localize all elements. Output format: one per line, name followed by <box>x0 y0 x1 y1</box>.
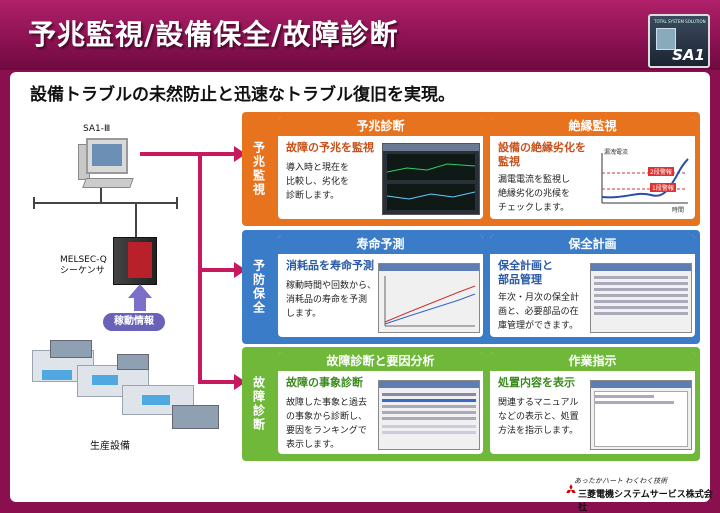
card-body-line: 導入時と現在を <box>286 163 350 173</box>
life-prediction-screenshot <box>378 263 480 333</box>
section-label: 予防保全 <box>242 230 276 344</box>
factory-label: 生産設備 <box>90 441 130 452</box>
factory-illustration <box>22 330 227 435</box>
card-body: 故障した事象と過去 の事象から診断し、 要因をランキングで 表示します。 <box>286 396 367 452</box>
graph-x-label: 時間 <box>672 207 685 214</box>
network-line-cap-left <box>33 197 35 209</box>
section-label-text: 予防保全 <box>251 259 266 315</box>
section-label: 予兆監視 <box>242 112 276 226</box>
mitsubishi-logo-icon <box>566 484 576 493</box>
branch-line-3 <box>198 380 236 384</box>
card-heading: 故障の予兆を監視 <box>286 141 374 154</box>
card-body-line: 故障した事象と過去 <box>286 398 368 408</box>
card-header: 予兆診断 <box>278 117 483 136</box>
computer-icon <box>78 138 136 190</box>
network-line-cap-right <box>176 197 178 209</box>
card-body-line: 消耗品の寿命を予測 <box>286 295 368 305</box>
card-body-line: 絶縁劣化の兆候を <box>498 189 571 199</box>
card-body: 年次・月次の保全計 画と、必要部品の在 庫管理ができます。 <box>498 291 579 333</box>
subtitle: 設備トラブルの未然防止と迅速なトラブル復旧を実現。 <box>30 85 455 105</box>
card-insulation-monitoring: 絶縁監視 設備の絶縁劣化を 監視 漏電電流を監視し 絶縁劣化の兆候を チェックし… <box>490 117 695 219</box>
card-body: 関連するマニュアル などの表示と、処置 方法を指示します。 <box>498 396 579 438</box>
pc-connector <box>100 188 102 203</box>
card-body-line: などの表示と、処置 <box>498 412 579 422</box>
card-heading-line: 設備の絶縁劣化を <box>498 141 586 154</box>
company-name: 三菱電機システムサービス株式会社 <box>578 490 713 513</box>
card-header: 保全計画 <box>490 235 695 254</box>
company-tagline: あったかハート わくわく技術 <box>574 477 668 485</box>
plc-label-model: MELSEC-Q <box>60 255 107 265</box>
card-header: 故障診断と要因分析 <box>278 352 483 371</box>
card-heading: 設備の絶縁劣化を 監視 <box>498 141 586 169</box>
card-fault-analysis: 故障診断と要因分析 故障の事象診断 故障した事象と過去 の事象から診断し、 要因… <box>278 352 483 454</box>
card-body-line: します。 <box>286 309 322 319</box>
plc-label: MELSEC-Q シーケンサ <box>60 255 107 277</box>
logo-screen-icon <box>656 28 676 50</box>
card-maintenance-plan: 保全計画 保全計画と 部品管理 年次・月次の保全計 画と、必要部品の在 庫管理が… <box>490 235 695 337</box>
card-header: 寿命予測 <box>278 235 483 254</box>
plc-connector <box>135 203 137 237</box>
instruction-screenshot <box>590 380 692 450</box>
card-body-line: 稼動時間や回数から、 <box>286 281 377 291</box>
card-body: 稼動時間や回数から、 消耗品の寿命を予測 します。 <box>286 279 376 321</box>
card-heading: 消耗品を寿命予測 <box>286 259 374 272</box>
trunk-line <box>198 152 202 382</box>
card-body-line: 年次・月次の保全計 <box>498 293 580 303</box>
operation-info-badge: 稼動情報 <box>103 313 165 331</box>
card-heading-line: 部品管理 <box>498 273 542 286</box>
graph-y-label: 漏洩電流 <box>604 149 629 156</box>
card-body-line: 漏電電流を監視し <box>498 175 571 185</box>
plc-icon <box>113 237 157 285</box>
section-predictive-monitoring: 予兆監視 予兆診断 故障の予兆を監視 導入時と現在を 比較し、劣化を 診断します… <box>242 112 700 226</box>
pc-label: SA1-Ⅲ <box>83 124 111 134</box>
card-body-line: 比較し、劣化を <box>286 177 350 187</box>
section-preventive-maintenance: 予防保全 寿命予測 消耗品を寿命予測 稼動時間や回数から、 消耗品の寿命を予測 … <box>242 230 700 344</box>
warning-level-2-badge: 2段警報 <box>648 167 674 176</box>
card-body-line: 庫管理ができます。 <box>498 321 579 331</box>
pc-output-line <box>140 152 200 156</box>
card-heading-line: 保全計画と <box>498 259 553 272</box>
card-predictive-diagnosis: 予兆診断 故障の予兆を監視 導入時と現在を 比較し、劣化を 診断します。 <box>278 117 483 219</box>
branch-line-1 <box>198 152 236 156</box>
network-line <box>33 202 178 204</box>
maintenance-plan-screenshot <box>590 263 692 333</box>
card-heading-line: 監視 <box>498 155 520 168</box>
plc-label-type: シーケンサ <box>60 266 105 276</box>
page-title: 予兆監視/設備保全/故障診断 <box>28 18 399 51</box>
warning-level-1-badge: 1段警報 <box>650 183 676 192</box>
header-bar: 予兆監視/設備保全/故障診断 TOTAL SYSTEM SOLUTION SA1 <box>0 0 720 70</box>
section-label-text: 予兆監視 <box>251 141 266 197</box>
logo-small-text: TOTAL SYSTEM SOLUTION <box>654 19 706 24</box>
card-body-line: 関連するマニュアル <box>498 398 579 408</box>
card-body: 漏電電流を監視し 絶縁劣化の兆候を チェックします。 <box>498 173 570 215</box>
section-fault-diagnosis: 故障診断 故障診断と要因分析 故障の事象診断 故障した事象と過去 の事象から診断… <box>242 347 700 461</box>
card-header: 絶縁監視 <box>490 117 695 136</box>
card-body: 導入時と現在を 比較し、劣化を 診断します。 <box>286 161 349 203</box>
section-label-text: 故障診断 <box>251 376 266 432</box>
fault-ranking-screenshot <box>378 380 480 450</box>
card-body-line: の事象から診断し、 <box>286 412 368 422</box>
up-arrow-stem <box>134 297 146 311</box>
card-body-line: 表示します。 <box>286 440 340 450</box>
card-life-prediction: 寿命予測 消耗品を寿命予測 稼動時間や回数から、 消耗品の寿命を予測 します。 <box>278 235 483 337</box>
card-body-line: 診断します。 <box>286 191 340 201</box>
card-heading: 保全計画と 部品管理 <box>498 259 553 287</box>
section-label: 故障診断 <box>242 347 276 461</box>
up-arrow-icon <box>128 284 152 298</box>
card-heading: 処置内容を表示 <box>498 376 575 389</box>
card-heading: 故障の事象診断 <box>286 376 363 389</box>
logo-text: SA1 <box>672 46 705 64</box>
leakage-graph: 漏洩電流 2段警報 1段警報 時間 <box>596 147 690 214</box>
card-body-line: チェックします。 <box>498 203 570 213</box>
card-body-line: 要因をランキングで <box>286 426 367 436</box>
sa1-logo: TOTAL SYSTEM SOLUTION SA1 <box>648 14 710 68</box>
trend-screenshot <box>382 143 480 215</box>
card-header: 作業指示 <box>490 352 695 371</box>
card-body-line: 方法を指示します。 <box>498 426 579 436</box>
card-body-line: 画と、必要部品の在 <box>498 307 579 317</box>
branch-line-2 <box>198 268 236 272</box>
card-work-instruction: 作業指示 処置内容を表示 関連するマニュアル などの表示と、処置 方法を指示しま… <box>490 352 695 454</box>
